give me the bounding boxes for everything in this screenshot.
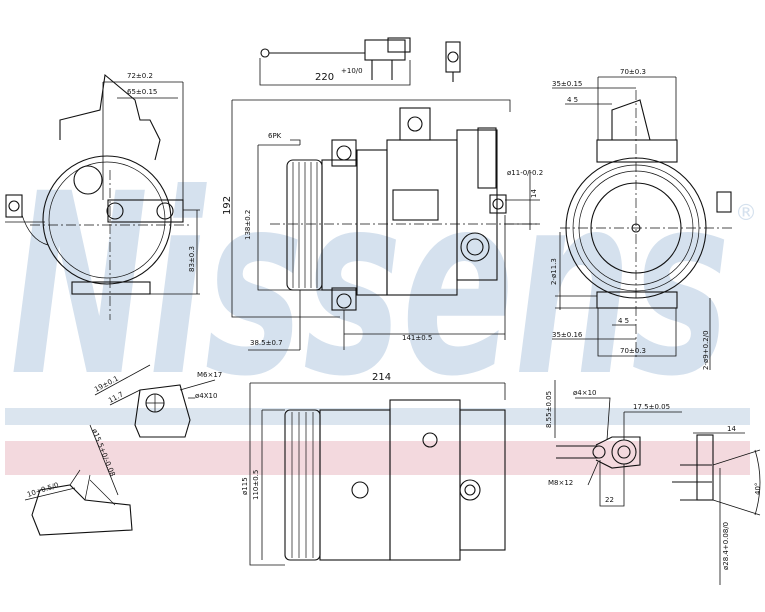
- blue-band: [5, 408, 750, 425]
- dim-rear-top-gap: 4 5: [567, 96, 578, 104]
- dim-rear-top-width: 70±0.3: [620, 68, 646, 76]
- port-detail: 8.55±0.05 ø4×10 17.5±0.05 M8×12 22 14 40…: [545, 380, 762, 585]
- dim-port-dia: ø28.4+0.08/0: [722, 522, 730, 570]
- watermark: Nissens ®: [5, 140, 757, 475]
- label-valve-screw: M6×17: [197, 371, 222, 379]
- connector-detail: 220 +10/0: [259, 37, 461, 86]
- dim-rear-bottom-width: 70±0.3: [620, 347, 646, 355]
- dim-port-width: 14: [727, 425, 736, 433]
- pink-band: [5, 441, 750, 475]
- dim-front-width-mount: 65±0.15: [127, 88, 157, 96]
- dim-port-spacing: 17.5±0.05: [633, 403, 670, 411]
- dim-port-offset: 22: [605, 496, 614, 504]
- label-belt: 6PK: [268, 132, 282, 140]
- bottom-view: 214 ø115 110±0.5: [241, 372, 506, 566]
- rear-view: 70±0.3 35±0.15 4 5 2-ø11.3 4 5 35±0.16 7…: [550, 68, 735, 370]
- watermark-text: Nissens: [10, 140, 730, 431]
- dim-rear-bottom-half: 35±0.16: [552, 331, 583, 339]
- label-port-thread: M8×12: [548, 479, 573, 487]
- registered-mark: ®: [735, 201, 757, 226]
- dim-valve-depth: 10+0.5/0: [26, 481, 60, 499]
- dim-bottom-inner-dia: 110±0.5: [252, 470, 260, 500]
- dim-bottom-outer-dia: ø115: [241, 477, 249, 495]
- front-view: 72±0.2 65±0.15 83±0.3: [5, 72, 200, 320]
- dim-rear-holes-bottom: 2-ø9+0.2/0: [702, 330, 710, 370]
- dim-port-height: 8.55±0.05: [545, 391, 553, 428]
- dim-pulley-offset: 38.5±0.7: [250, 339, 283, 347]
- dim-side-height: 192: [222, 196, 233, 215]
- dim-rear-holes-top: 2-ø11.3: [550, 258, 558, 285]
- dim-side-length: 141±0.5: [402, 334, 432, 342]
- dim-front-height: 83±0.3: [188, 246, 196, 272]
- dim-pulley-dia: 138±0.2: [244, 210, 252, 240]
- dim-port-angle: 40°: [754, 483, 762, 495]
- side-view: 192 138±0.2 6PK 38.5±0.7 141±0.5 ø11-0/-…: [222, 99, 543, 351]
- dim-hole-offset: 14: [530, 189, 538, 198]
- dim-rear-bottom-gap: 4 5: [618, 317, 629, 325]
- dim-wire-tolerance: +10/0: [341, 67, 363, 75]
- label-valve-pin: ø4X10: [195, 392, 217, 400]
- dim-front-width-overall: 72±0.2: [127, 72, 153, 80]
- dim-wire-length: 220: [315, 72, 334, 83]
- dim-hole-dia: ø11-0/-0.2: [507, 169, 543, 177]
- dim-bottom-length: 214: [372, 372, 391, 383]
- label-port-pin: ø4×10: [573, 389, 597, 397]
- dim-rear-top-half: 35±0.15: [552, 80, 582, 88]
